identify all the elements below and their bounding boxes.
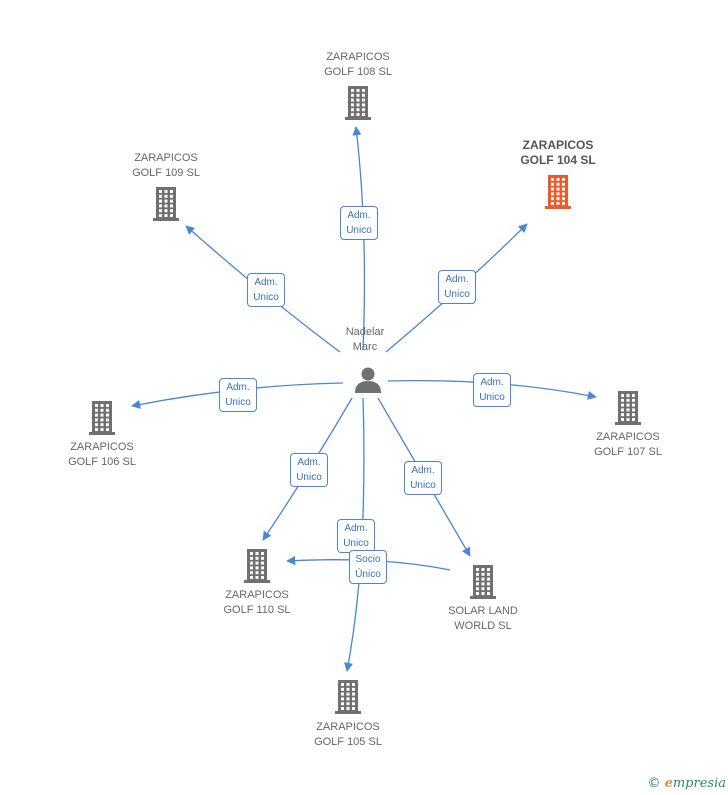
- company-label-golf106[interactable]: ZARAPICOS GOLF 106 SL: [42, 440, 162, 470]
- relation-label-line2: Unico: [225, 397, 251, 408]
- company-name-line1: ZARAPICOS: [522, 138, 594, 152]
- relation-label-line2: Unico: [346, 225, 372, 236]
- relation-label-line1: Adm.: [254, 277, 278, 288]
- building-icon[interactable]: [345, 86, 371, 120]
- relation-label-line1: Adm.: [297, 457, 321, 468]
- company-name-line2: GOLF 109 SL: [132, 167, 200, 179]
- relation-label-line2: Unico: [479, 392, 505, 403]
- building-icon[interactable]: [335, 680, 361, 714]
- relation-label: Adm. Unico: [404, 461, 442, 495]
- relation-label: Adm. Unico: [438, 270, 476, 304]
- person-icon[interactable]: [355, 367, 381, 394]
- company-name-line2: GOLF 104 SL: [520, 153, 596, 167]
- relation-label-line1: Socio: [355, 554, 381, 565]
- company-name-line1: ZARAPICOS: [596, 431, 660, 443]
- company-name-line1: ZARAPICOS: [326, 51, 390, 63]
- company-name-line1: ZARAPICOS: [134, 152, 198, 164]
- brand-rest: mpresia: [672, 776, 726, 791]
- person-name-first: Nadelar: [345, 326, 385, 338]
- relation-label-line1: Adm.: [411, 465, 435, 476]
- relation-label: Adm. Unico: [473, 373, 511, 407]
- company-name-line1: ZARAPICOS: [70, 441, 134, 453]
- relation-label-line2: Único: [355, 569, 381, 580]
- company-label-golf107[interactable]: ZARAPICOS GOLF 107 SL: [568, 430, 688, 460]
- company-label-solar[interactable]: SOLAR LAND WORLD SL: [423, 604, 543, 634]
- company-label-golf108[interactable]: ZARAPICOS GOLF 108 SL: [298, 50, 418, 80]
- company-name-line2: GOLF 108 SL: [324, 66, 392, 78]
- empresia-logo: © empresia: [647, 776, 726, 791]
- person-name-last: Marc: [352, 341, 378, 353]
- company-label-golf105[interactable]: ZARAPICOS GOLF 105 SL: [288, 720, 408, 750]
- relation-label: Adm. Unico: [219, 378, 257, 412]
- copyright-symbol: ©: [647, 776, 661, 791]
- relation-label-line2: Unico: [296, 472, 322, 483]
- building-icon[interactable]: [89, 401, 115, 435]
- building-icon[interactable]: [244, 549, 270, 583]
- company-name-line1: ZARAPICOS: [225, 589, 289, 601]
- company-name-line2: WORLD SL: [454, 620, 512, 632]
- company-name-line2: GOLF 110 SL: [223, 604, 291, 616]
- company-name-line2: GOLF 105 SL: [314, 736, 382, 748]
- relation-label: Adm. Unico: [337, 519, 375, 553]
- relation-label-line1: Adm.: [445, 274, 469, 285]
- relation-label: Adm. Unico: [340, 206, 378, 240]
- building-icon[interactable]: [545, 175, 571, 209]
- relation-label: Adm. Unico: [247, 273, 285, 307]
- building-icon[interactable]: [470, 565, 496, 599]
- company-name-line2: GOLF 107 SL: [594, 446, 662, 458]
- company-name-line1: ZARAPICOS: [316, 721, 380, 733]
- relation-label-line1: Adm.: [344, 523, 368, 534]
- relation-label-line2: Unico: [343, 538, 369, 549]
- brand-e: e: [664, 776, 673, 791]
- relation-label: Adm. Unico: [290, 453, 328, 487]
- company-name-line1: SOLAR LAND: [448, 605, 518, 617]
- relation-label-line1: Adm.: [347, 210, 371, 221]
- building-icon[interactable]: [615, 391, 641, 425]
- relation-label-line1: Adm.: [480, 377, 504, 388]
- company-name-line2: GOLF 106 SL: [68, 456, 136, 468]
- company-label-golf110[interactable]: ZARAPICOS GOLF 110 SL: [197, 588, 317, 618]
- building-icon[interactable]: [153, 187, 179, 221]
- relation-label-line2: Unico: [410, 480, 436, 491]
- company-label-golf109[interactable]: ZARAPICOS GOLF 109 SL: [106, 151, 226, 181]
- relation-label-line2: Unico: [253, 292, 279, 303]
- relation-label-line1: Adm.: [226, 382, 250, 393]
- relation-label-line2: Unico: [444, 289, 470, 300]
